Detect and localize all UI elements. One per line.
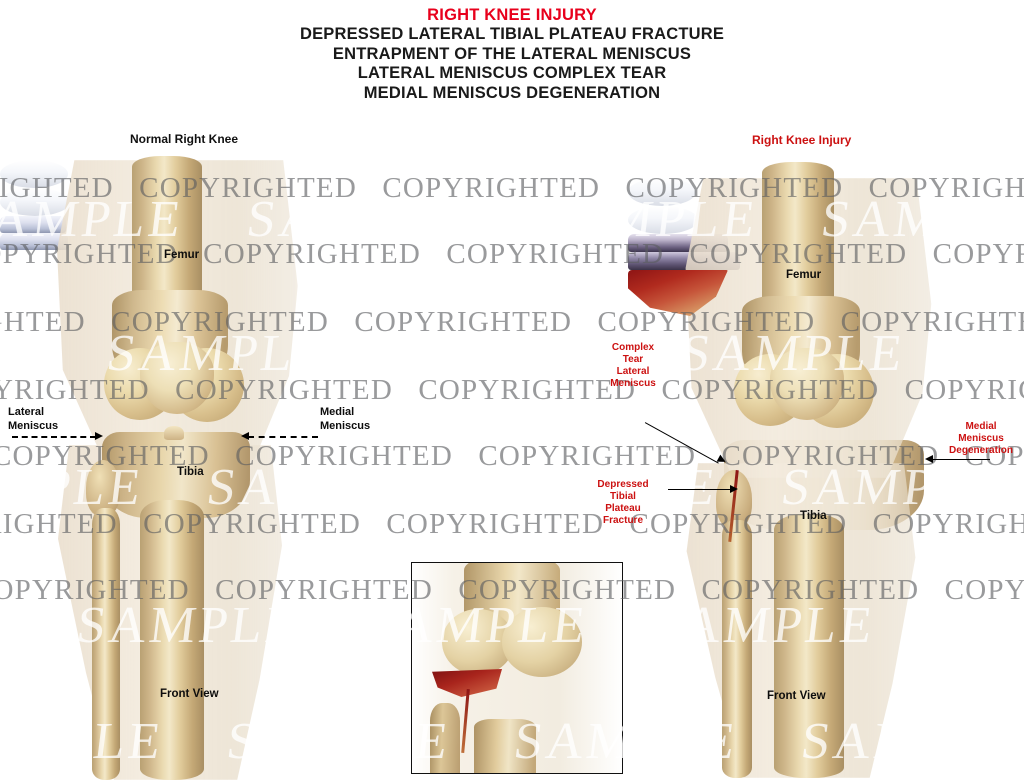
tibia-shaft <box>140 500 204 780</box>
leader-medial-meniscus <box>248 436 318 438</box>
label-lateral-meniscus-line2: Meniscus <box>8 420 59 432</box>
label-femur-left: Femur <box>164 249 200 261</box>
panel-heading-right-knee-injury: Right Knee Injury <box>752 133 852 147</box>
tibial-eminence <box>164 426 184 440</box>
label-complex-tear-line1: Complex <box>611 342 655 353</box>
tibia-shaft-injury <box>774 514 844 778</box>
lateral-femoral-cartilage-injury <box>628 178 696 206</box>
label-depressed-fracture-line4: Fracture <box>602 515 643 526</box>
inset-tibia-shaft <box>474 719 536 773</box>
patella <box>140 342 214 414</box>
caption-front-view-left: Front View <box>160 688 219 700</box>
title-line-complex-tear: LATERAL MENISCUS COMPLEX TEAR <box>357 64 667 82</box>
leader-medial-degeneration <box>932 459 990 461</box>
label-medial-degeneration-line3: Degeneration <box>949 445 1013 456</box>
label-medial-meniscus-line2: Meniscus <box>320 420 371 432</box>
patella-injury <box>770 348 844 420</box>
normal-knee-illustration <box>0 156 400 780</box>
label-depressed-fracture-line2: Tibial <box>610 491 636 502</box>
label-medial-meniscus-line1: Medial <box>320 406 355 418</box>
inset-fracture-detail <box>411 562 623 774</box>
inset-medial-condyle <box>502 607 582 677</box>
medial-femoral-cartilage-injury <box>628 206 698 234</box>
leader-depressed-fracture <box>668 489 732 491</box>
label-femur-right: Femur <box>786 269 822 281</box>
title-line-fracture: DEPRESSED LATERAL TIBIAL PLATEAU FRACTUR… <box>299 25 725 43</box>
label-complex-tear-line3: Lateral <box>616 366 650 377</box>
arrowhead-medial-degeneration <box>925 455 933 463</box>
leader-lateral-meniscus <box>12 436 96 438</box>
title-block: RIGHT KNEE INJURY DEPRESSED LATERAL TIBI… <box>0 6 1024 103</box>
title-line-entrapment: ENTRAPMENT OF THE LATERAL MENISCUS <box>332 44 692 63</box>
label-lateral-meniscus-line1: Lateral <box>8 406 45 418</box>
label-tibia-right: Tibia <box>800 510 827 522</box>
fibula-shaft <box>92 508 120 780</box>
label-depressed-fracture-line1: Depressed <box>597 479 649 490</box>
injured-knee-illustration <box>628 162 1024 778</box>
caption-front-view-right: Front View <box>767 690 826 702</box>
inset-fibula <box>430 703 460 773</box>
arrowhead-lateral-meniscus <box>95 432 103 440</box>
label-tibia-left: Tibia <box>177 466 204 478</box>
lateral-femoral-cartilage <box>0 160 68 188</box>
title-line-injury: RIGHT KNEE INJURY <box>427 6 597 24</box>
panel-heading-normal-right-knee: Normal Right Knee <box>130 132 239 146</box>
fibular-head <box>86 460 120 516</box>
fibula-shaft-injury <box>722 520 752 778</box>
arrowhead-depressed-fracture <box>730 485 738 493</box>
label-medial-degeneration-line2: Meniscus <box>958 433 1004 444</box>
medial-meniscus-normal <box>0 233 68 250</box>
label-complex-tear-line4: Meniscus <box>610 378 656 389</box>
medial-femoral-cartilage <box>0 188 70 216</box>
label-complex-tear-line2: Tear <box>622 354 644 365</box>
arrowhead-medial-meniscus <box>241 432 249 440</box>
label-depressed-fracture-line3: Plateau <box>605 503 641 514</box>
title-line-degeneration: MEDIAL MENISCUS DEGENERATION <box>363 83 661 102</box>
label-medial-degeneration-line1: Medial <box>965 421 997 432</box>
lateral-meniscus-normal <box>0 216 66 233</box>
